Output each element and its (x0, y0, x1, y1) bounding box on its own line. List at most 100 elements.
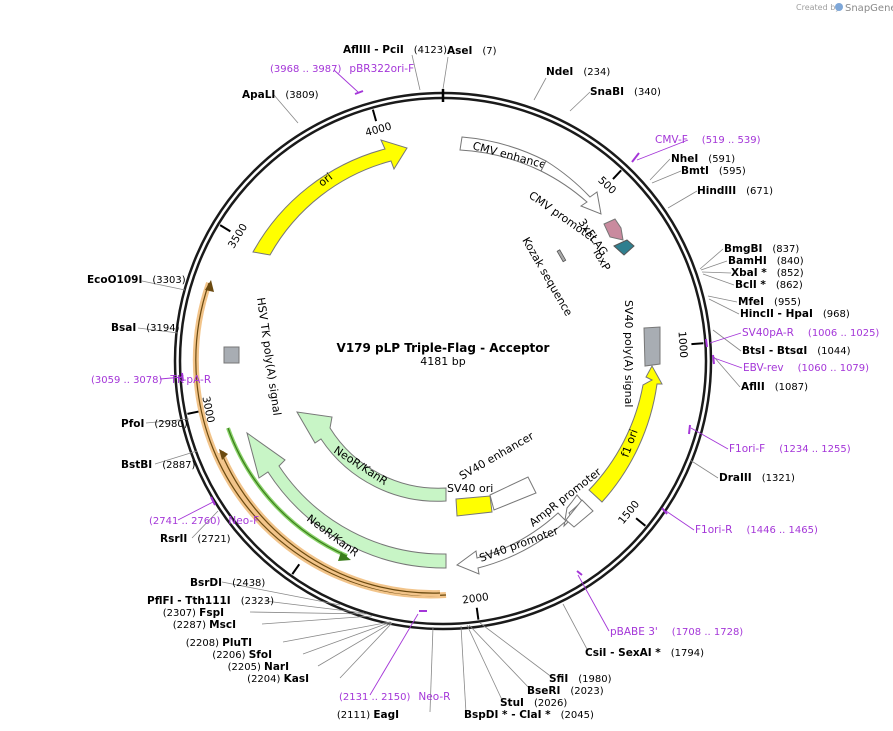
enzyme-site[interactable]: BtsI - BtsαI(1044) (742, 345, 851, 357)
enzyme-leader-line (460, 625, 467, 714)
primer-range: (3968 .. 3987) (270, 64, 342, 75)
primer-site[interactable]: F1ori-F(1234 .. 1255) (729, 443, 851, 455)
enzyme-position: (7) (482, 46, 496, 57)
enzyme-leader-line (191, 510, 219, 539)
enzyme-position: (862) (776, 280, 803, 291)
enzyme-site[interactable]: MfeI(955) (738, 296, 801, 308)
feature-label-sv40-enhancer: SV40 enhancer (457, 429, 536, 482)
enzyme-site[interactable]: SfiI(1980) (549, 673, 612, 685)
feature-sv40-ori[interactable] (455, 495, 493, 517)
primer-site[interactable]: F1ori-R(1446 .. 1465) (695, 524, 818, 536)
primer-site[interactable]: (3968 .. 3987) pBR322ori-F (270, 63, 414, 75)
enzyme-site[interactable]: (2307) FspI (163, 607, 224, 619)
enzyme-site[interactable]: PfoI(2980) (121, 418, 188, 430)
enzyme-site[interactable]: DraIII(1321) (719, 472, 795, 484)
primer-site[interactable]: EBV-rev(1060 .. 1079) (743, 362, 869, 374)
enzyme-site[interactable]: BclI *(862) (735, 279, 803, 291)
enzyme-site[interactable]: AseI(7) (447, 45, 497, 57)
enzyme-site[interactable]: AflII(1087) (741, 381, 808, 393)
enzyme-site[interactable]: BmtI(595) (681, 165, 746, 177)
enzyme-site[interactable]: (2287) MscI (173, 619, 236, 631)
feature-neor-kanr-outer[interactable] (246, 431, 447, 569)
enzyme-site[interactable]: HincII - HpaI(968) (740, 308, 850, 320)
primer-name: pBABE 3' (610, 626, 658, 638)
enzyme-site[interactable]: BsaI(3194) (111, 322, 180, 334)
enzyme-site[interactable]: HindIII(671) (697, 185, 773, 197)
enzyme-leader-line (273, 94, 299, 124)
enzyme-site[interactable]: AflIII - PciI(4123) (343, 44, 447, 56)
primer-leader-line (369, 613, 419, 696)
orf-line-arc-2 (220, 451, 441, 594)
enzyme-site[interactable]: BamHI(840) (728, 255, 804, 267)
credit-brand: SnapGene (845, 3, 893, 14)
feature-3xflag[interactable] (603, 218, 624, 241)
feature-neor-kanr-inner[interactable] (296, 411, 447, 502)
enzyme-leader-line (649, 158, 671, 181)
enzyme-site[interactable]: EcoO109I(3303) (87, 274, 186, 286)
enzyme-position: (2887) (162, 460, 195, 471)
enzyme-site[interactable]: CsiI - SexAI *(1794) (585, 647, 704, 659)
feature-sv40-promoter[interactable] (455, 512, 567, 575)
enzyme-name: SnaBI (590, 86, 624, 98)
enzyme-position: (2045) (561, 710, 594, 721)
enzyme-site[interactable]: XbaI *(852) (731, 267, 804, 279)
feature-sv40-enhancer[interactable] (489, 476, 537, 511)
enzyme-site[interactable]: (2204) KasI (247, 673, 309, 685)
enzyme-site[interactable]: PflFI - Tth111I(2323) (147, 595, 274, 607)
enzyme-site[interactable]: BseRI(2023) (527, 685, 604, 697)
enzyme-position: (234) (583, 67, 610, 78)
enzyme-name: EcoO109I (87, 274, 142, 286)
feature-hsv-tk-polya[interactable] (223, 346, 240, 364)
primer-name: CMV-F (655, 134, 688, 146)
enzyme-site[interactable]: BspDI * - ClaI * (2045) (464, 709, 594, 721)
enzyme-site[interactable]: (2205) NarI (228, 661, 289, 673)
enzyme-site[interactable]: RsrII(2721) (160, 533, 231, 545)
snapgene-logo-icon (835, 3, 843, 11)
plasmid-length: 4181 bp (420, 355, 465, 368)
primer-name: pBR322ori-F (349, 63, 414, 75)
enzyme-site[interactable]: (2111) EagI (337, 709, 399, 721)
enzyme-position: (837) (772, 244, 799, 255)
primer-site[interactable]: SV40pA-R(1006 .. 1025) (742, 327, 879, 339)
primer-site[interactable]: pBABE 3'(1708 .. 1728) (610, 626, 743, 638)
feature-sv40-polya[interactable] (643, 326, 661, 367)
feature-kozak[interactable] (556, 249, 567, 263)
feature-ori[interactable] (252, 139, 408, 256)
enzyme-site[interactable]: NheI(591) (671, 153, 735, 165)
feature-f1-ori[interactable] (588, 364, 663, 503)
enzyme-site[interactable]: NdeI(234) (546, 66, 610, 78)
enzyme-leader-line (700, 260, 728, 271)
enzyme-site[interactable]: BstBI (2887) (121, 459, 196, 471)
primer-leader-line (713, 357, 743, 369)
primer-mark (631, 152, 640, 163)
enzyme-leader-line (466, 624, 504, 703)
enzyme-site[interactable]: (2208) PluTI (186, 637, 252, 649)
feature-cmv-promoter[interactable] (540, 160, 602, 215)
enzyme-site[interactable]: StuI(2026) (500, 697, 567, 709)
enzyme-site[interactable]: BsrDI(2438) (190, 577, 265, 589)
enzyme-name: CsiI - SexAI * (585, 647, 661, 659)
enzyme-name: KasI (284, 673, 309, 685)
enzyme-site[interactable]: (2206) SfoI (212, 649, 272, 661)
enzyme-leader-line (154, 450, 198, 465)
enzyme-leader-line (141, 280, 186, 291)
feature-loxp[interactable] (613, 239, 635, 256)
enzyme-name: BstBI (121, 459, 152, 471)
enzyme-site[interactable]: ApaLI(3809) (242, 89, 319, 101)
tick-mark-2000 (475, 607, 480, 620)
enzyme-site[interactable]: SnaBI(340) (590, 86, 661, 98)
enzyme-name: BspDI * - ClaI * (464, 709, 551, 721)
primer-name: Neo-R (418, 691, 450, 703)
primer-site[interactable]: (3059 .. 3078)TK-pA-R (91, 374, 211, 386)
tick-label-4000: 4000 (364, 120, 393, 139)
leader-layer (137, 54, 743, 714)
primer-site[interactable]: CMV-F(519 .. 539) (655, 134, 761, 146)
enzyme-site[interactable]: BmgBI(837) (724, 243, 799, 255)
primer-site[interactable]: (2131 .. 2150)Neo-R (339, 691, 450, 703)
enzyme-leader-line (264, 600, 365, 614)
enzyme-leader-line (562, 603, 589, 652)
primer-site[interactable]: (2741 .. 2760)Neo-F (149, 515, 259, 527)
enzyme-position: (2287) (173, 620, 209, 631)
enzyme-name: SfoI (249, 649, 272, 661)
enzyme-name: MscI (209, 619, 236, 631)
